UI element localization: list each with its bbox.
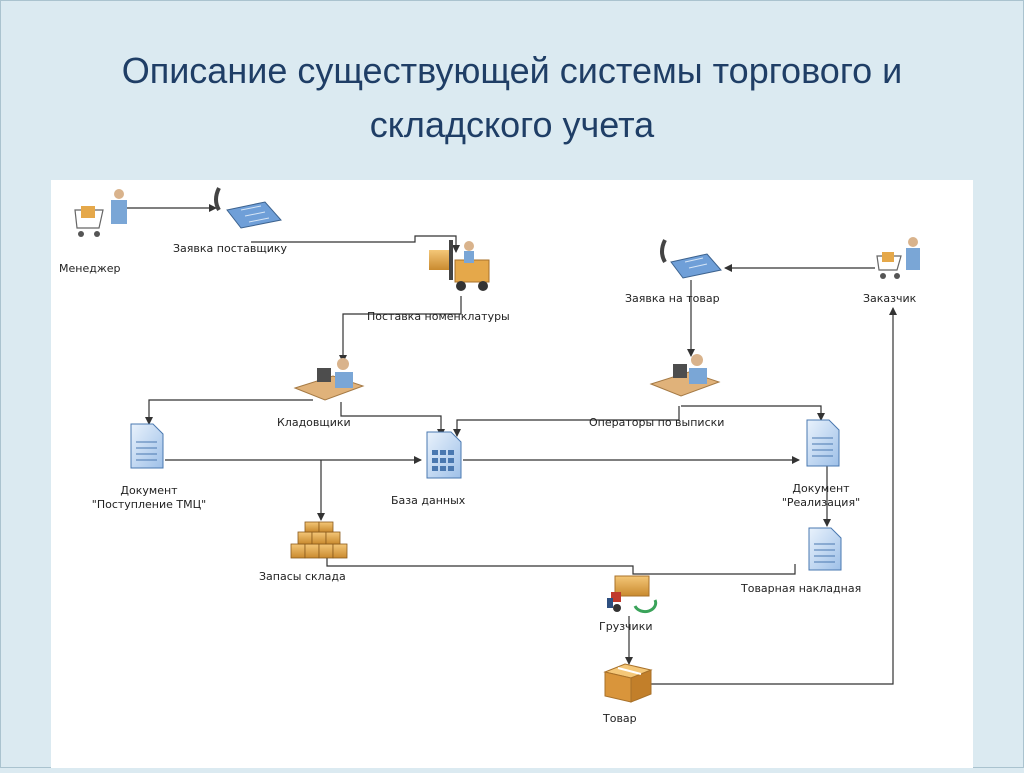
connector-storekeepers-to-receipt [145, 399, 313, 425]
doc-receipt-label-line-2: "Поступление ТМЦ" [92, 498, 206, 511]
node-stock: Запасы склада [259, 521, 348, 583]
node-loaders: Грузчики [599, 575, 658, 633]
document-icon [808, 527, 842, 571]
connector-operators-to-database [453, 406, 680, 437]
connector-operators-to-sale [681, 405, 825, 421]
node-customer: Заказчик [863, 237, 920, 305]
connector-stock-to-invoice-line [326, 550, 796, 575]
node-doc-sale: Документ "Реализация" [782, 419, 860, 509]
connector-storekeepers-to-database [340, 402, 445, 437]
process-diagram: Менеджер Заявка поставщику Поставка номе… [59, 187, 920, 725]
operators-label: Операторы по выписки [589, 416, 724, 429]
doc-sale-label-line-2: "Реализация" [782, 496, 860, 509]
manager-label: Менеджер [59, 262, 121, 275]
connector-request-to-supply [251, 235, 460, 253]
slide-title-line-1: Описание существующей системы торгового … [121, 50, 903, 91]
node-goods-request: Заявка на товар [625, 239, 722, 305]
node-database: База данных [391, 431, 466, 507]
node-supply: Поставка номенклатуры [367, 240, 510, 323]
phone-fax-icon [660, 239, 722, 279]
connector-supply-to-storekeepers [339, 296, 462, 363]
person-with-cart-icon [876, 237, 920, 279]
supply-label: Поставка номенклатуры [367, 310, 510, 323]
doc-sale-label-line-1: Документ [792, 482, 850, 495]
slide-title-line-2: складского учета [369, 104, 655, 145]
node-supplier-request: Заявка поставщику [173, 187, 288, 255]
doc-receipt-label-line-1: Документ [120, 484, 178, 497]
phone-fax-icon [214, 187, 282, 229]
connector-goods-to-customer [651, 307, 897, 685]
node-goods: Товар [602, 663, 653, 725]
node-doc-receipt: Документ "Поступление ТМЦ" [92, 423, 206, 511]
loader-truck-icon [607, 575, 658, 614]
goods-label: Товар [602, 712, 637, 725]
node-invoice: Товарная накладная [740, 527, 861, 595]
person-at-desk-icon [649, 354, 721, 397]
document-icon [806, 419, 840, 467]
storekeepers-label: Кладовщики [277, 416, 351, 429]
connectors [125, 204, 897, 685]
forklift-icon [429, 240, 490, 291]
box-icon [603, 663, 653, 703]
database-label: База данных [391, 494, 466, 507]
slide-title: Описание существующей системы торгового … [0, 44, 1024, 152]
diagram-panel: Менеджер Заявка поставщику Поставка номе… [51, 180, 973, 768]
loaders-label: Грузчики [599, 620, 653, 633]
invoice-label: Товарная накладная [740, 582, 861, 595]
person-with-cart-icon [74, 189, 127, 237]
node-storekeepers: Кладовщики [277, 358, 365, 429]
customer-label: Заказчик [863, 292, 917, 305]
node-manager: Менеджер [59, 189, 127, 275]
person-at-desk-icon [293, 358, 365, 401]
supplier-request-label: Заявка поставщику [173, 242, 288, 255]
stacked-boxes-icon [290, 521, 348, 559]
goods-request-label: Заявка на товар [625, 292, 720, 305]
node-operators: Операторы по выписки [589, 354, 724, 429]
stock-label: Запасы склада [259, 570, 346, 583]
document-icon [130, 423, 164, 469]
